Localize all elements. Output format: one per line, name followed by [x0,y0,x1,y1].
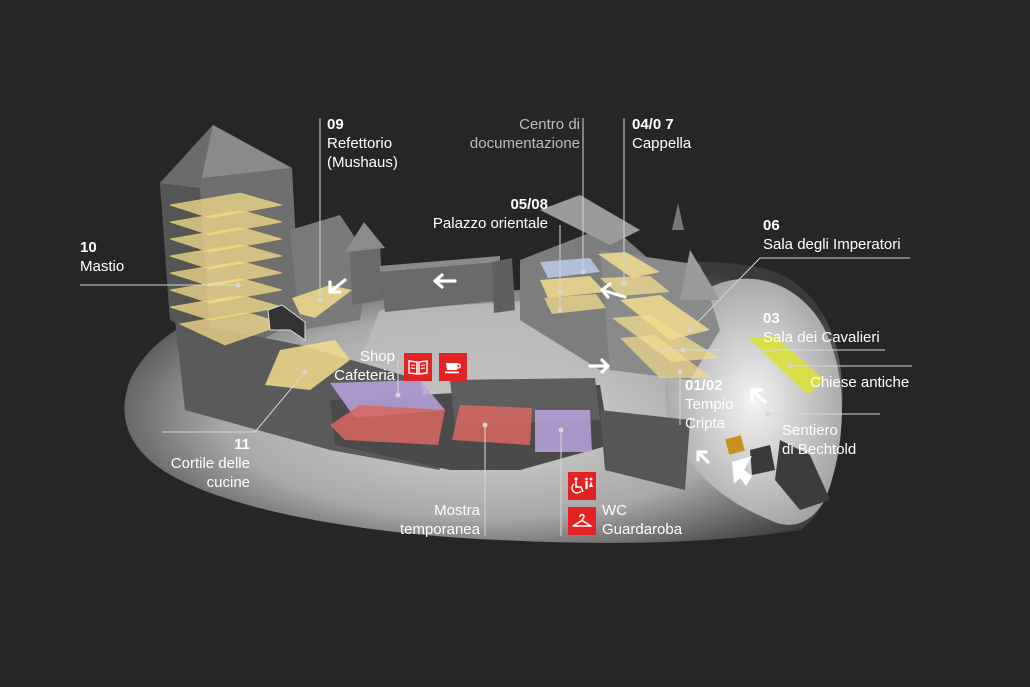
label-chiese-antiche[interactable]: Chiese antiche [810,373,909,392]
refettorio-name-2: (Mushaus) [327,154,398,171]
label-cortile-cucine[interactable]: 11 Cortile delle cucine [140,435,250,492]
mostra-red-1 [330,405,445,445]
label-refettorio[interactable]: 09 Refettorio (Mushaus) [327,115,398,172]
shop-line-1: Shop [359,348,395,365]
mastio-name: Mastio [80,258,125,275]
palazzo-number: 05/08 [510,196,548,213]
east-palace-roof [540,195,640,245]
cappella-name: Cappella [632,135,692,152]
label-sentiero-bechtold[interactable]: Sentiero di Bechtold [782,421,856,459]
cortile-number: 11 [234,436,250,453]
centro-line-2: documentazione [469,135,580,152]
entrance-marker [725,435,745,455]
refettorio-name-1: Refettorio [327,135,393,152]
church-roof [680,250,720,300]
north-tower [492,258,515,313]
chiese-area [748,336,825,395]
southeast-building [600,410,690,490]
label-mastio[interactable]: 10 Mastio [80,238,124,276]
label-palazzo-orientale[interactable]: 05/08 Palazzo orientale [420,195,548,233]
tempio-name-2: Cripta [685,415,726,432]
refettorio-number: 09 [327,116,344,133]
cavalieri-name: Sala dei Cavalieri [763,329,880,346]
sentiero-line-1: Sentiero [782,422,838,439]
mostra-line-2: temporanea [399,521,480,538]
imperatori-area [620,295,710,340]
book-icon[interactable] [404,353,432,381]
mastio-floors [169,192,287,346]
arrow-icon-2 [433,273,457,289]
mostra-red-2 [452,405,532,445]
label-sala-imperatori[interactable]: 06 Sala degli Imperatori [763,216,901,254]
leader-lines [80,118,912,536]
mastio-number: 10 [80,239,97,256]
spire [672,203,684,230]
arrow-icon-5 [750,388,767,404]
cappella-number: 04/0 7 [632,116,674,133]
label-tempio-cripta[interactable]: 01/02 Tempio Cripta [685,376,733,433]
mostra-purple-2 [535,410,592,452]
label-shop-cafeteria[interactable]: Shop Cafeteria [300,347,395,385]
centro-line-1: Centro di [519,116,580,133]
wheelchair-toilet-icon[interactable] [568,472,596,500]
coat-hanger-icon[interactable] [568,507,596,535]
arrow-icon-3 [600,282,627,299]
cappella-area-2 [600,276,670,296]
arrow-icon-4 [588,358,610,374]
label-centro-documentazione[interactable]: Centro di documentazione [440,115,580,153]
cavalieri-number: 03 [763,310,780,327]
arrow-icon-6 [696,450,710,464]
label-sala-cavalieri[interactable]: 03 Sala dei Cavalieri [763,309,880,347]
label-wc-guardaroba[interactable]: WC Guardaroba [602,501,682,539]
palazzo-name: Palazzo orientale [432,215,548,232]
shop-line-2: Cafeteria [334,367,395,384]
label-mostra-temporanea[interactable]: Mostra temporanea [370,501,480,539]
label-cappella[interactable]: 04/0 7 Cappella [632,115,691,153]
entrance-arrow-icon [732,456,752,486]
small-tower-roof [345,222,385,252]
cortile-area [265,340,350,390]
imperatori-name: Sala degli Imperatori [763,236,901,253]
direction-arrows [328,273,767,464]
north-wall-top [380,256,500,272]
mostra-line-1: Mostra [434,502,480,519]
cortile-name-2: cucine [206,474,250,491]
tempio-area [620,335,712,378]
gate-block [775,440,830,510]
chiese-name: Chiese antiche [810,374,910,391]
keep-roof-side [160,125,213,186]
tempio-number: 01/02 [685,377,723,394]
small-tower [350,245,383,305]
arrow-icon-1 [328,278,347,294]
imperatori-number: 06 [763,217,780,234]
wc-line-2: Guardaroba [602,521,683,538]
palazzo-area-1 [540,276,605,298]
tempio-name-1: Tempio [685,396,734,413]
cortile-name-1: Cortile delle [170,455,250,472]
cappella-area [598,252,660,278]
refettorio-stair [267,304,306,341]
wc-line-1: WC [602,502,627,519]
gate-block-2 [750,445,775,475]
coffee-cup-icon[interactable] [439,353,467,381]
sentiero-line-2: di Bechtold [782,441,857,458]
